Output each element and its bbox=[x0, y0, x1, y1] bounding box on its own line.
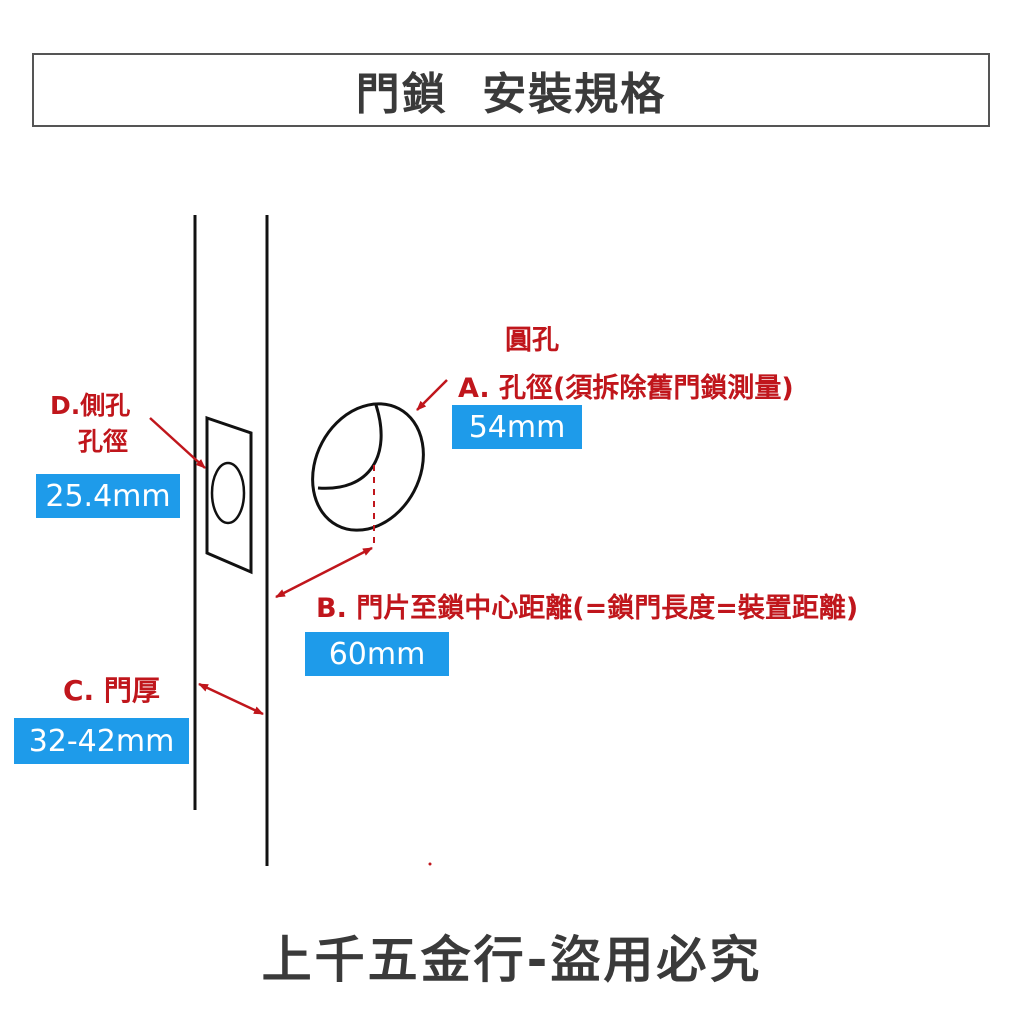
label-a: A. 孔徑(須拆除舊門鎖測量) bbox=[458, 373, 794, 404]
arrow-d bbox=[149, 417, 206, 469]
footer-watermark: 上千五金行-盜用必究 bbox=[261, 931, 763, 989]
value-d: 25.4mm bbox=[36, 474, 180, 518]
round-hole-inner-arc bbox=[317, 404, 383, 490]
arrow-c bbox=[198, 682, 264, 716]
arrow-a bbox=[416, 379, 448, 411]
value-c: 32-42mm bbox=[14, 718, 189, 764]
page-title: 門鎖 安裝規格 bbox=[355, 69, 667, 120]
side-plate bbox=[205, 415, 253, 575]
side-hole bbox=[210, 461, 246, 525]
label-d-line1: D.側孔 bbox=[50, 391, 131, 420]
value-b: 60mm bbox=[305, 632, 449, 676]
round-hole bbox=[311, 402, 425, 532]
label-b: B. 門片至鎖中心距離(=鎖門長度=裝置距離) bbox=[316, 593, 859, 624]
title-box: 門鎖 安裝規格 bbox=[32, 53, 990, 127]
label-d-line2: 孔徑 bbox=[78, 427, 129, 456]
value-a: 54mm bbox=[452, 405, 582, 449]
round-hole-label: 圓孔 bbox=[505, 325, 559, 356]
arrow-b bbox=[275, 546, 373, 599]
label-c: C. 門厚 bbox=[63, 674, 160, 707]
small-dot bbox=[428, 862, 432, 866]
